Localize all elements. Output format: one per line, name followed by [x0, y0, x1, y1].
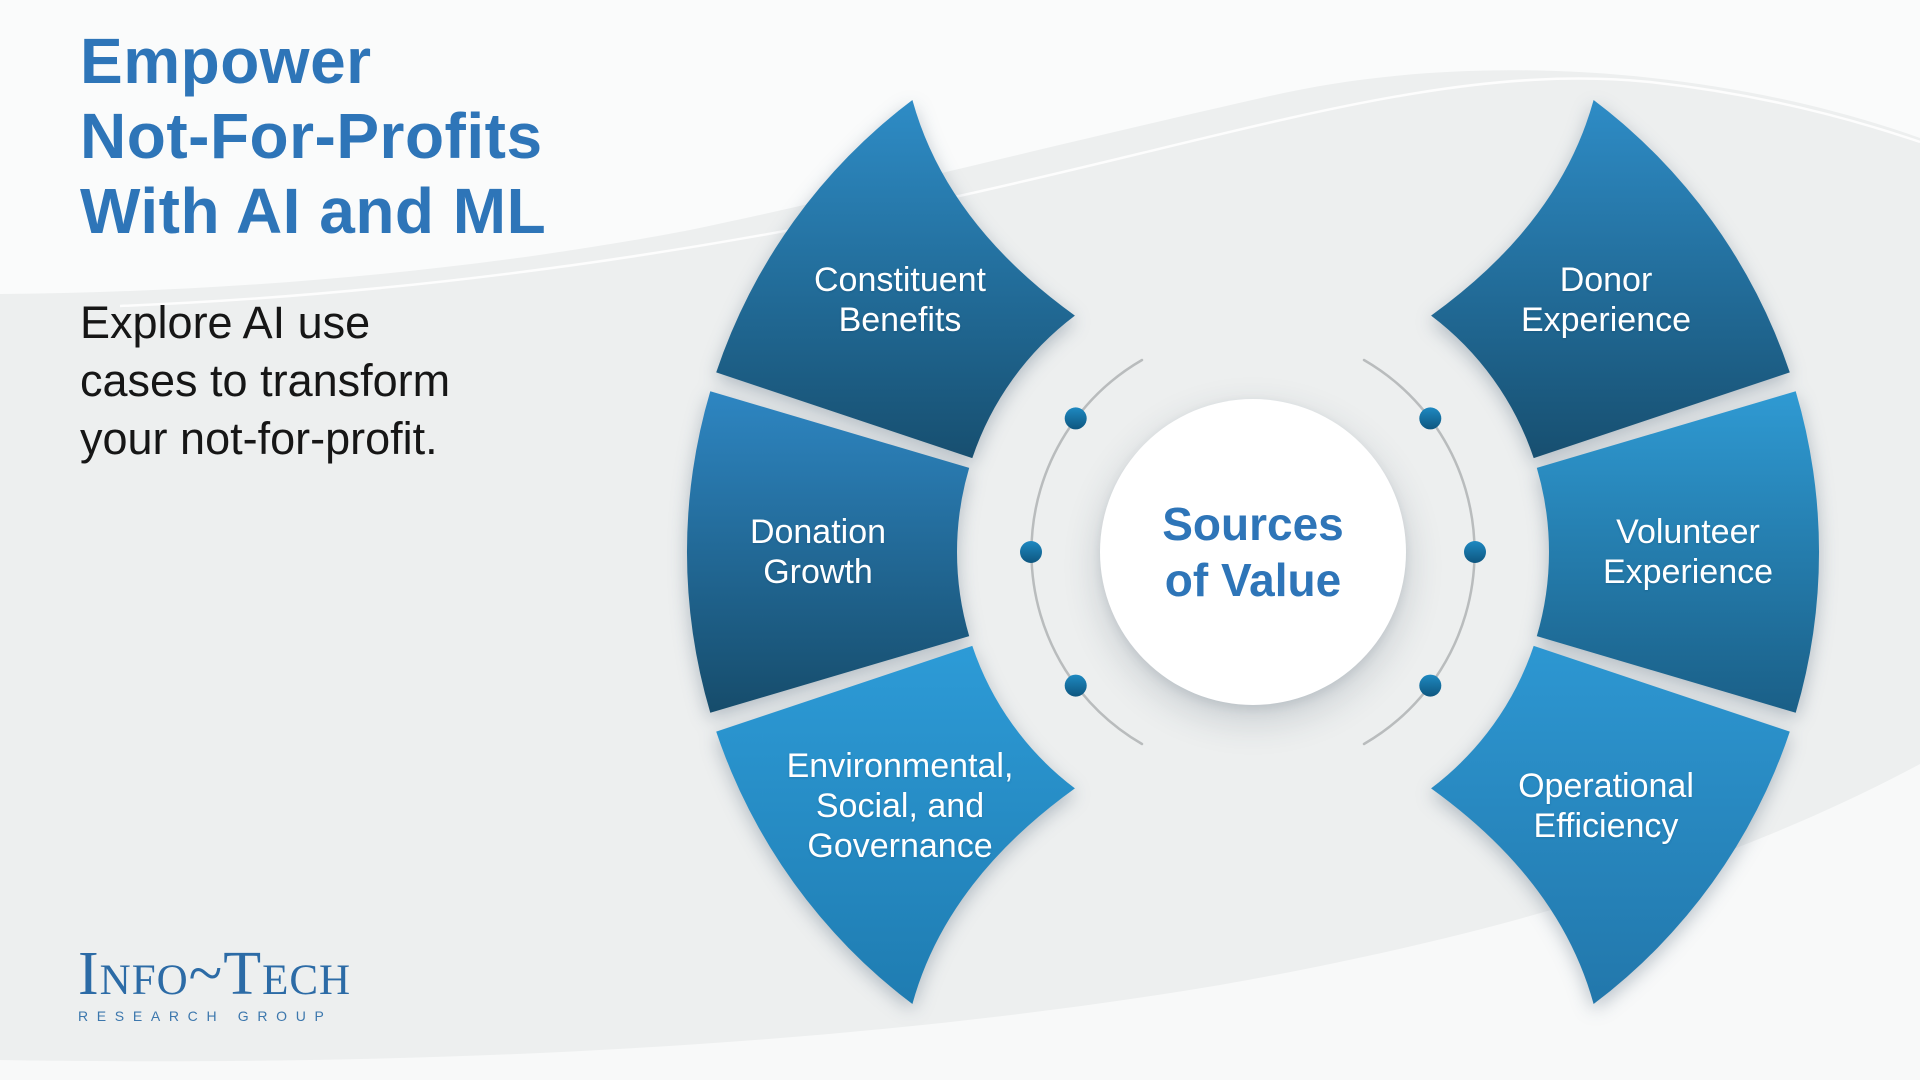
petal-environmental-social-governance: [716, 645, 1075, 1004]
petal-group: [686, 100, 1820, 1004]
background-wave-highlight-line: [119, 77, 1920, 308]
center-circle: Sources of Value: [1100, 399, 1406, 705]
logo-subtext: RESEARCH GROUP: [78, 1008, 333, 1024]
arc-dots: [1020, 407, 1486, 697]
arc-dot-3: [1064, 674, 1087, 697]
petal-donation-growth: [686, 391, 970, 713]
arc-dot-1: [1064, 407, 1087, 430]
page-title: Empower Not-For-Profits With AI and ML: [80, 25, 547, 247]
arc-dot-5: [1464, 541, 1486, 563]
logo-wordmark: Info~Tech: [78, 940, 352, 1008]
page-subtitle: Explore AI use cases to transform your n…: [80, 297, 451, 464]
arc-dot-4: [1419, 407, 1442, 430]
petal-volunteer-experience: [1536, 391, 1820, 713]
arc-dot-6: [1419, 674, 1442, 697]
arc-dot-2: [1020, 541, 1042, 563]
background-wave-bottom: [0, 764, 1920, 1080]
background-wave-top: [0, 0, 1920, 294]
petal-donor-experience: [1431, 100, 1790, 459]
logo: Info~Tech RESEARCH GROUP: [78, 940, 352, 1024]
petal-operational-efficiency: [1431, 645, 1790, 1004]
center-label: Sources of Value: [1162, 498, 1344, 606]
petal-constituent-benefits: [716, 100, 1075, 459]
